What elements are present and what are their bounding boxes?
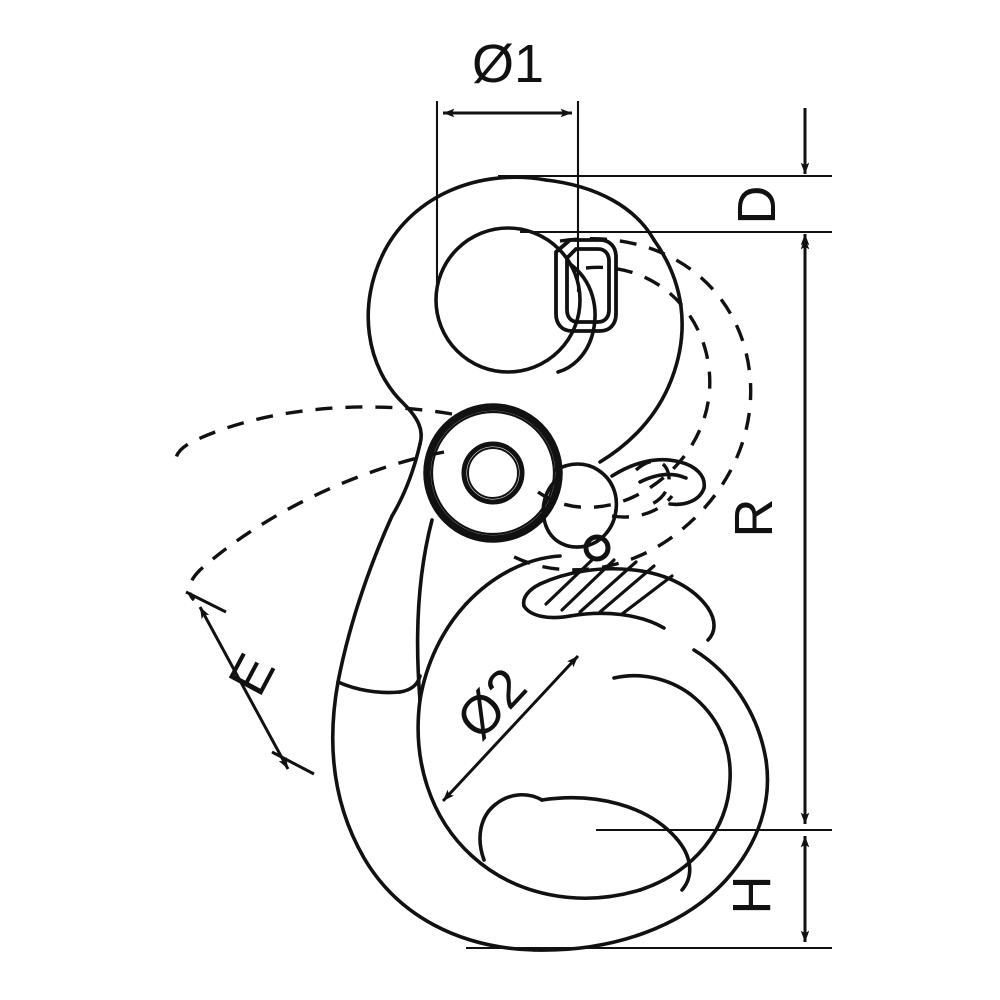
- dim-line-d2: [441, 654, 580, 803]
- pivot-boss: [423, 403, 563, 543]
- section-hatching: [544, 558, 674, 616]
- safety-latch-mechanism: [521, 457, 716, 642]
- dim-label-D: D: [727, 186, 787, 225]
- hook-eye-assembly: [366, 175, 684, 518]
- dimension-lines: [185, 108, 810, 943]
- dim-line-E: [198, 606, 290, 770]
- phantom-construction-geometry: [174, 237, 753, 602]
- dim-tick-E-bottom: [271, 750, 315, 776]
- dim-label-R: R: [724, 499, 784, 538]
- dim-label-d1: Ø1: [472, 34, 544, 94]
- dim-label-H: H: [722, 876, 782, 915]
- extension-lines: [435, 101, 832, 950]
- latch-clip-detail: [554, 238, 618, 333]
- dim-tick-E-top: [185, 590, 227, 614]
